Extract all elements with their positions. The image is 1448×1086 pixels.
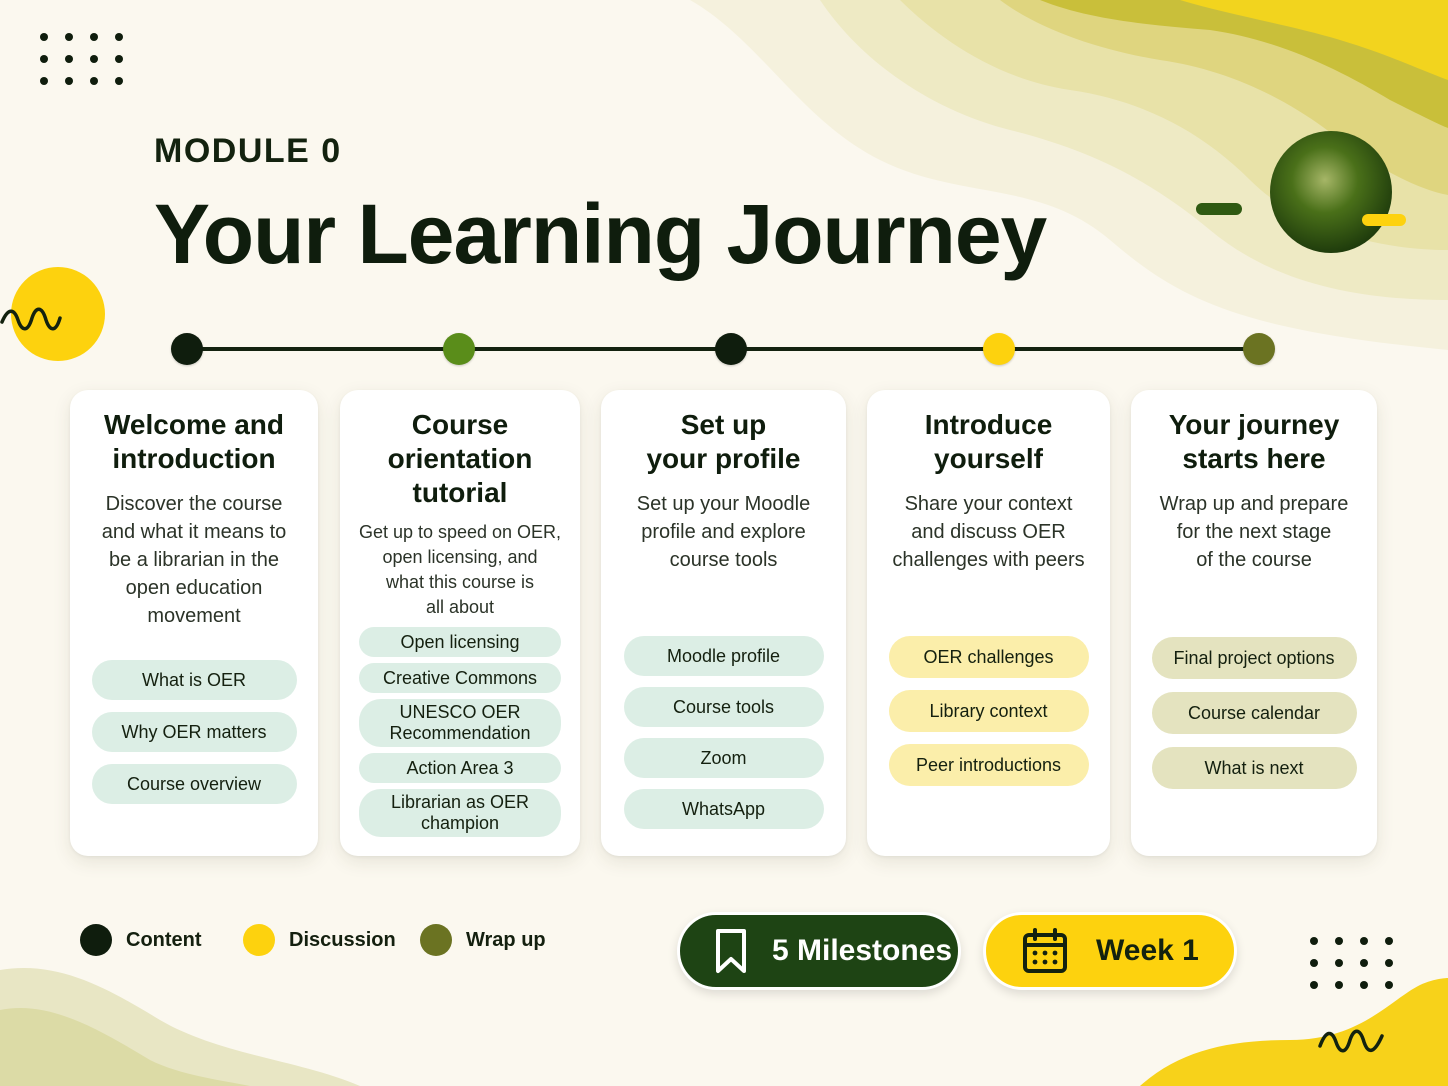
topic-pill[interactable]: Action Area 3 xyxy=(359,753,561,783)
milestone-card-journey: Your journey starts here Wrap up and pre… xyxy=(1131,390,1377,856)
module-label: MODULE 0 xyxy=(154,132,342,170)
card-description: Share your context and discuss OER chall… xyxy=(892,493,1085,571)
card-title: Course orientation tutorial xyxy=(387,409,533,508)
calendar-icon xyxy=(1023,928,1067,973)
topic-pill[interactable]: Peer introductions xyxy=(888,744,1089,786)
card-title: Introduce yourself xyxy=(924,409,1053,474)
topic-pill[interactable]: Moodle profile xyxy=(623,636,824,676)
milestone-card-profile: Set up your profile Set up your Moodle p… xyxy=(601,390,846,856)
bookmark-icon xyxy=(716,929,746,973)
milestones-badge: 5 Milestones xyxy=(677,912,961,990)
topic-pill[interactable]: Final project options xyxy=(1151,637,1357,679)
page-title: Your Learning Journey xyxy=(154,187,1047,281)
card-title: Welcome and introduction xyxy=(104,409,284,474)
milestone-card-introduce: Introduce yourself Share your context an… xyxy=(867,390,1110,856)
legend-content: Content xyxy=(80,924,202,956)
card-description: Get up to speed on OER, open licensing, … xyxy=(358,522,562,617)
topic-pill[interactable]: What is next xyxy=(1151,747,1357,789)
dot-grid-top-left xyxy=(40,33,123,85)
topic-pill[interactable]: Why OER matters xyxy=(91,712,297,752)
timeline-node-3 xyxy=(715,333,747,365)
topic-pill[interactable]: Course overview xyxy=(91,764,297,804)
milestones-count: 5 Milestones xyxy=(772,934,953,967)
card-title: Your journey starts here xyxy=(1168,409,1340,474)
card-description: Wrap up and prepare for the next stage o… xyxy=(1159,493,1349,571)
week-badge: Week 1 xyxy=(983,912,1237,990)
legend-wrap-up: Wrap up xyxy=(420,924,546,956)
topic-pill[interactable]: Creative Commons xyxy=(359,663,561,693)
timeline-node-1 xyxy=(171,333,203,365)
topic-pill[interactable]: WhatsApp xyxy=(623,789,824,829)
topic-pill[interactable]: Course tools xyxy=(623,687,824,727)
wrap-up-dot-icon xyxy=(420,924,452,956)
topic-pill[interactable]: OER challenges xyxy=(888,636,1089,678)
topic-pill[interactable]: Library context xyxy=(888,690,1089,732)
topic-pill[interactable]: Librarian as OER champion xyxy=(359,789,561,837)
dot-grid-bottom-right xyxy=(1310,937,1393,989)
legend-label: Wrap up xyxy=(466,928,546,951)
topic-pill[interactable]: What is OER xyxy=(91,660,297,700)
topic-pill[interactable]: UNESCO OER Recommendation xyxy=(359,699,561,747)
card-description: Discover the course and what it means to… xyxy=(101,493,287,627)
week-label: Week 1 xyxy=(1096,934,1199,967)
timeline-node-4 xyxy=(983,333,1015,365)
topic-pill[interactable]: Course calendar xyxy=(1151,692,1357,734)
card-title: Set up your profile xyxy=(646,409,801,474)
card-description: Set up your Moodle profile and explore c… xyxy=(636,493,811,571)
topic-pill[interactable]: Open licensing xyxy=(359,627,561,657)
content-dot-icon xyxy=(80,924,112,956)
timeline-node-2 xyxy=(443,333,475,365)
timeline-node-5 xyxy=(1243,333,1275,365)
legend-label: Discussion xyxy=(289,928,396,951)
legend-discussion: Discussion xyxy=(243,924,396,956)
milestone-card-welcome: Welcome and introduction Discover the co… xyxy=(70,390,318,856)
legend-label: Content xyxy=(126,928,202,951)
discussion-dot-icon xyxy=(243,924,275,956)
milestone-card-orientation: Course orientation tutorial Get up to sp… xyxy=(340,390,580,856)
topic-pill[interactable]: Zoom xyxy=(623,738,824,778)
